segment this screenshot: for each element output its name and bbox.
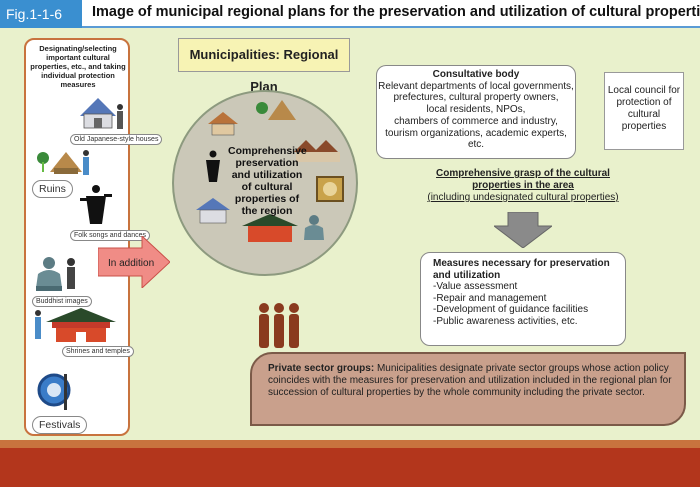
figure-label: Fig.1-1-6	[0, 0, 82, 28]
measures-item: -Public awareness activities, etc.	[433, 315, 578, 327]
measures-item: -Repair and management	[433, 292, 547, 304]
consultative-line: etc.	[467, 139, 485, 151]
label-ruins: Ruins	[32, 180, 73, 198]
house-icon	[208, 112, 238, 136]
ruins-icon	[36, 148, 86, 178]
left-panel-intro: Designating/selecting important cultural…	[30, 44, 126, 89]
bottom-band	[0, 440, 700, 448]
measures-item: -Value assessment	[433, 281, 518, 292]
dancer-icon	[80, 184, 112, 228]
measures-heading: Measures necessary for preservation and …	[433, 258, 610, 281]
regional-plan-title: Municipalities: Regional Plan	[178, 38, 350, 94]
person-icon	[116, 104, 124, 130]
regional-plan-circle-text: Comprehensive preservation and utilizati…	[228, 145, 307, 217]
grasp-line: Comprehensive grasp of the cultural	[436, 168, 610, 179]
down-arrow-icon	[494, 212, 552, 248]
label-folk-songs: Folk songs and dances	[70, 230, 150, 241]
consultative-line: local residents, NPOs,	[426, 104, 526, 116]
buddha-icon	[302, 214, 326, 242]
header-bar: Fig.1-1-6 Image of municipal regional pl…	[0, 0, 700, 28]
label-festivals: Festivals	[32, 416, 88, 434]
grasp-line: properties in the area	[472, 180, 574, 191]
person-icon	[34, 310, 42, 340]
measures-item: -Development of guidance facilities	[433, 304, 589, 315]
consultative-heading: Consultative body	[432, 69, 520, 80]
consultative-line: tourism organizations, academic experts,	[385, 127, 567, 139]
right-arrow-icon	[98, 236, 170, 288]
house-icon	[196, 198, 230, 224]
shrine-icon	[46, 308, 116, 344]
consultative-line: chambers of commerce and industry,	[394, 115, 558, 127]
buddha-icon	[34, 256, 64, 292]
shrine-icon	[242, 214, 298, 244]
comprehensive-grasp: Comprehensive grasp of the cultural prop…	[408, 168, 638, 204]
house-icon	[78, 96, 118, 130]
ruins-icon	[256, 96, 298, 122]
consultative-line: Relevant departments of local government…	[378, 80, 574, 92]
person-icon	[66, 258, 76, 290]
people-group-icon	[256, 302, 302, 352]
private-sector-box: Private sector groups: Municipalities de…	[250, 352, 686, 426]
consultative-line: prefectures, cultural property owners,	[393, 92, 559, 104]
house-icon	[294, 138, 344, 164]
label-old-houses: Old Japanese-style houses	[70, 134, 163, 145]
in-addition-label: In addition	[108, 258, 155, 269]
local-council-box: Local council for protection of cultural…	[604, 72, 684, 150]
measures-box: Measures necessary for preservation and …	[420, 252, 626, 346]
drum-icon	[316, 176, 344, 202]
footer-band	[0, 448, 700, 487]
consultative-body-box: Consultative body Relevant departments o…	[376, 65, 576, 159]
grasp-line: (including undesignated cultural propert…	[427, 192, 619, 203]
private-sector-text: Municipalities designate private sector …	[268, 363, 672, 398]
label-buddhist-images: Buddhist images	[32, 296, 92, 307]
dancer-icon	[202, 150, 224, 184]
person-icon	[82, 150, 90, 176]
label-shrines-temples: Shrines and temples	[62, 346, 134, 357]
drum-icon	[34, 368, 74, 412]
figure-title: Image of municipal regional plans for th…	[92, 4, 700, 20]
private-sector-heading: Private sector groups:	[268, 363, 375, 374]
